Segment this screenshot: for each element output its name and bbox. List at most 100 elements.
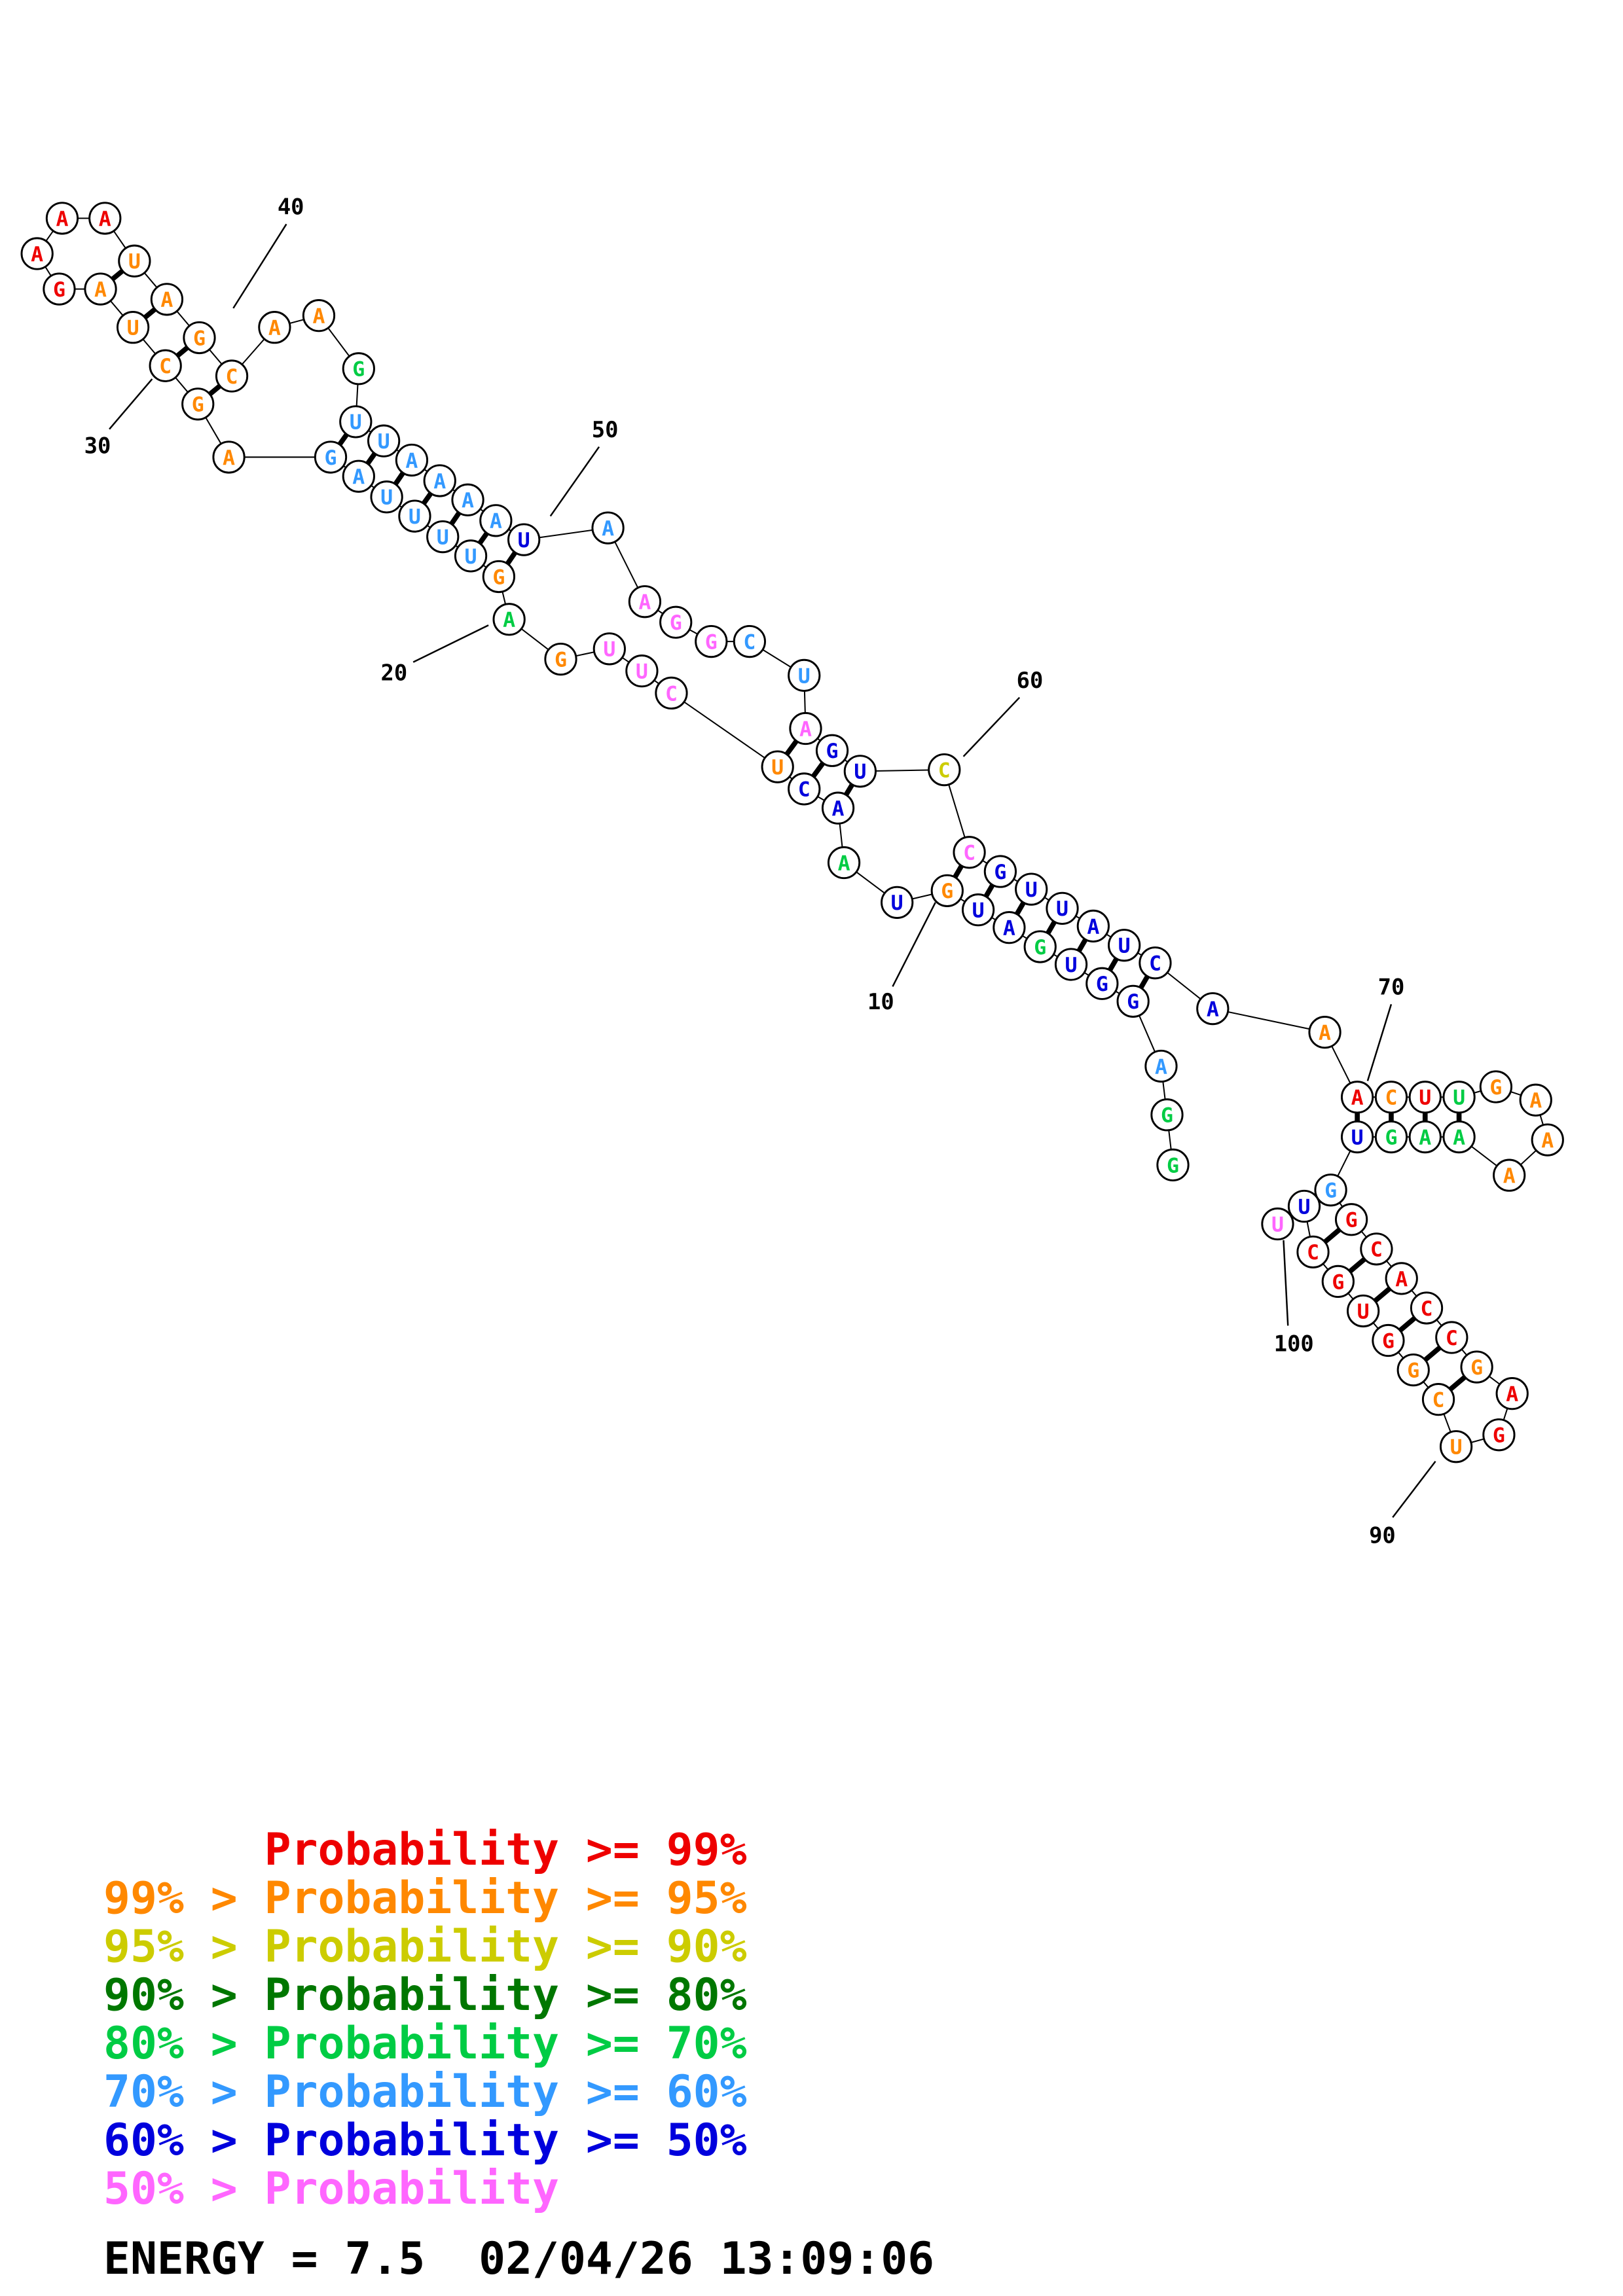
nucleotide-circle [881, 886, 914, 919]
nucleotide-letter: A [1087, 915, 1099, 939]
nucleotide-38: A [150, 283, 184, 316]
nucleotide-circle [1385, 1262, 1418, 1295]
nucleotide-98: U [1287, 1189, 1321, 1223]
nucleotide-letter: U [350, 411, 362, 435]
nucleotide-24: U [398, 499, 431, 533]
nucleotide-73: U [1442, 1081, 1476, 1114]
nucleotide-letter: U [1298, 1195, 1311, 1219]
nucleotide-letter: A [312, 305, 325, 329]
nucleotide-letter: U [891, 891, 903, 915]
nucleotide-circle [1493, 1158, 1526, 1192]
nucleotide-letter: G [1161, 1104, 1173, 1128]
nucleotide-letter: A [602, 517, 614, 541]
nucleotide-circle [1372, 1323, 1405, 1357]
nucleotide-letter: G [1489, 1076, 1502, 1100]
nucleotide-63: U [1015, 872, 1048, 906]
nucleotide-27: G [314, 440, 348, 474]
nucleotide-letter: A [1351, 1086, 1364, 1110]
nucleotide-letter: U [1351, 1126, 1364, 1149]
nucleotide-letter: G [53, 278, 65, 302]
nucleotide-48: A [451, 483, 484, 516]
nucleotide-letter: A [94, 278, 107, 302]
nucleotide-letter: G [1407, 1359, 1419, 1382]
nucleotide-2: G [1150, 1098, 1184, 1132]
nucleotide-60: C [928, 753, 961, 787]
nucleotide-letter: G [192, 393, 204, 417]
nucleotide-59: U [843, 755, 877, 788]
nucleotide-circle [479, 504, 513, 537]
nucleotide-55: C [733, 624, 766, 658]
nucleotide-letter: U [128, 250, 141, 274]
nucleotide-letter: G [826, 740, 839, 763]
legend-row-6: 70% > Probability >= 60% [103, 2066, 747, 2118]
nucleotide-circle [118, 244, 151, 278]
nucleotide-letter: U [1419, 1086, 1431, 1110]
nucleotide-circle [370, 480, 403, 514]
nucleotide-49: A [479, 504, 513, 537]
nucleotide-circle [827, 846, 861, 880]
nucleotide-circle [1150, 1098, 1184, 1132]
nucleotide-circle [983, 855, 1017, 888]
nucleotide-circle [544, 642, 577, 676]
nucleotide-circle [1144, 1049, 1178, 1083]
nucleotide-47: A [423, 464, 456, 497]
nucleotide-circle [454, 539, 488, 573]
nucleotide-19: G [544, 642, 577, 676]
nucleotide-circle [181, 387, 215, 421]
nucleotide-circle [1374, 1120, 1408, 1154]
nucleotide-circle [314, 440, 348, 474]
nucleotide-letter: A [160, 289, 173, 312]
nucleotide-circle [482, 560, 515, 594]
nucleotide-circle [788, 658, 821, 692]
nucleotide-letter: C [798, 778, 811, 802]
nucleotide-21: G [482, 560, 515, 594]
nucleotide-circle [591, 511, 625, 545]
nucleotide-letter: A [405, 449, 418, 473]
nucleotide-circle [1341, 1081, 1374, 1114]
nucleotide-letter: A [462, 489, 474, 512]
nucleotide-letter: G [325, 446, 337, 470]
nucleotide-circle [993, 911, 1026, 944]
nucleotide-letter: G [555, 648, 567, 672]
nucleotide-circle [1531, 1123, 1564, 1157]
position-label-leader [412, 624, 489, 663]
position-label-40: 40 [278, 194, 304, 220]
nucleotide-83: G [1334, 1203, 1368, 1236]
nucleotide-letter: U [771, 756, 784, 780]
nucleotide-80: G [1374, 1120, 1408, 1154]
nucleotide-89: A [1495, 1377, 1529, 1410]
nucleotide-62: G [983, 855, 1017, 888]
nucleotide-circle [150, 283, 184, 316]
nucleotide-70: A [1341, 1081, 1374, 1114]
nucleotide-letter: U [1453, 1086, 1465, 1110]
position-label-leader [1392, 1461, 1436, 1518]
nucleotide-letter: U [1450, 1436, 1463, 1460]
nucleotide-letter: G [1034, 936, 1046, 960]
nucleotide-circle [1108, 929, 1141, 962]
nucleotide-letter: U [854, 761, 866, 784]
nucleotide-circle [183, 321, 216, 355]
nucleotide-circle [1374, 1081, 1408, 1114]
nucleotide-23: U [426, 520, 460, 554]
nucleotide-29: G [181, 387, 215, 421]
nucleotide-letter: G [1470, 1356, 1483, 1380]
nucleotide-letter: U [636, 660, 648, 683]
nucleotide-56: U [788, 658, 821, 692]
position-label-50: 50 [592, 417, 619, 442]
nucleotide-circle [1479, 1070, 1513, 1103]
nucleotide-75: A [1519, 1083, 1552, 1117]
nucleotide-25: U [370, 480, 403, 514]
position-label-90: 90 [1369, 1523, 1396, 1549]
nucleotide-circle [1076, 909, 1110, 943]
nucleotide-letter: G [1127, 990, 1139, 1014]
nucleotide-circle [1054, 948, 1088, 981]
nucleotide-circle [367, 424, 401, 457]
nucleotide-letter: U [603, 638, 615, 662]
nucleotide-circle [1196, 992, 1230, 1026]
nucleotide-letter: G [1167, 1154, 1179, 1177]
nucleotide-circle [821, 791, 855, 825]
nucleotide-11: U [881, 886, 914, 919]
nucleotide-18: U [593, 632, 626, 666]
legend-row-7: 60% > Probability >= 50% [103, 2115, 747, 2166]
energy-timestamp-line: ENERGY = 7.5 02/04/26 13:09:06 [103, 2233, 935, 2285]
